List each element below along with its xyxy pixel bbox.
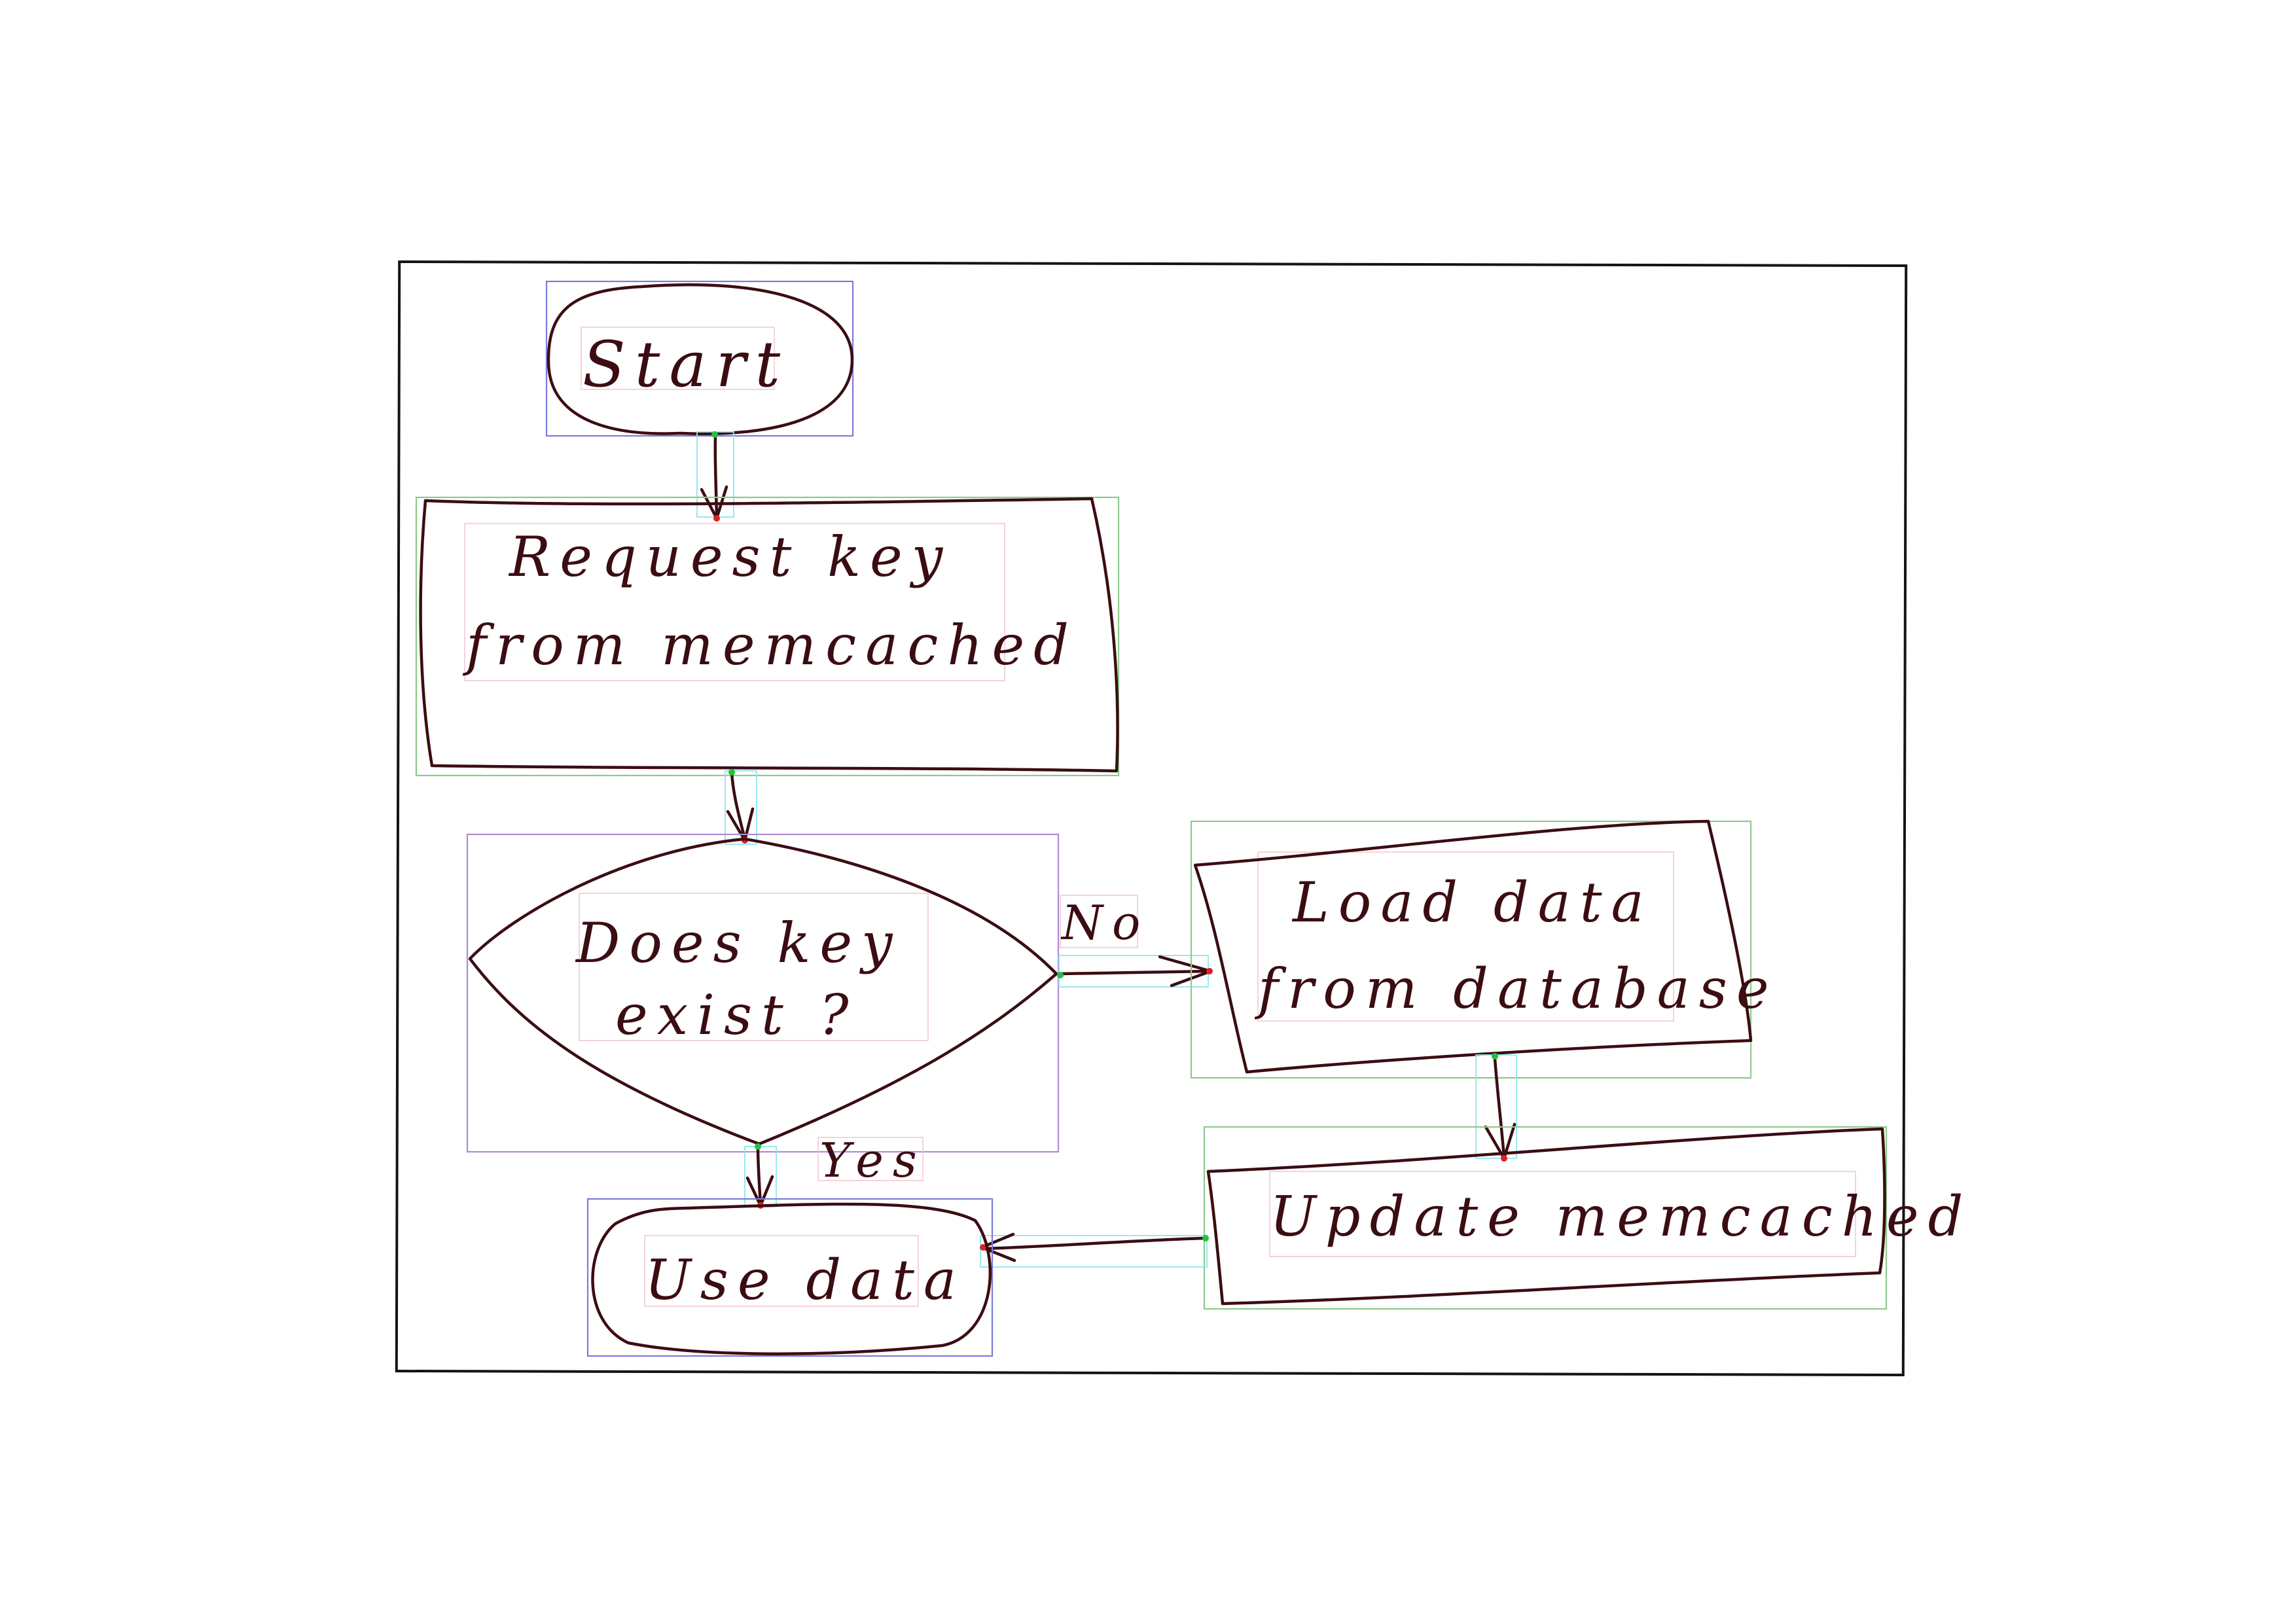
arrow-update-to-use-line bbox=[981, 1236, 1206, 1251]
no-edge-label: No bbox=[1060, 895, 1149, 950]
arrow-request-to-decision-line bbox=[730, 770, 747, 841]
arrow-start-to-request-line bbox=[713, 435, 719, 519]
update-bounding-box bbox=[1203, 1126, 1888, 1310]
arrow-update-to-use-head-point bbox=[980, 1244, 986, 1251]
load-label-line1: Load data bbox=[1291, 870, 1653, 935]
decision-label-line2: exist ? bbox=[615, 983, 858, 1047]
update-text-box bbox=[1269, 1171, 1856, 1257]
arrow-start-to-request-head-point bbox=[713, 515, 720, 522]
start-terminal-shape bbox=[547, 283, 854, 435]
request-node: Request key from memcached bbox=[415, 496, 1120, 777]
update-label: Update memcached bbox=[1270, 1185, 1972, 1249]
load-process-shape bbox=[1193, 819, 1753, 1074]
use-label: Use data bbox=[645, 1248, 965, 1312]
arrow-request-to-decision-tail-point bbox=[728, 769, 735, 776]
diagram-frame bbox=[395, 260, 1908, 1377]
arrow-request-to-decision bbox=[725, 769, 757, 845]
arrow-start-to-request bbox=[696, 431, 734, 522]
start-text-box bbox=[581, 327, 775, 390]
yes-edge-label: Yes bbox=[819, 1133, 926, 1188]
arrow-update-to-use bbox=[980, 1232, 1209, 1268]
arrow-load-to-update bbox=[1475, 1053, 1517, 1162]
request-text-box bbox=[464, 523, 1005, 681]
update-process-shape bbox=[1206, 1127, 1886, 1306]
request-process-shape bbox=[419, 497, 1119, 773]
start-node: Start bbox=[545, 280, 854, 437]
arrow-update-to-use-tail-point bbox=[1202, 1235, 1209, 1241]
load-text-box bbox=[1257, 851, 1674, 1022]
no-edge-label-group: No bbox=[1060, 895, 1149, 950]
decision-text-box bbox=[579, 893, 929, 1041]
arrow-decision-to-load-head-point bbox=[1206, 968, 1213, 974]
arrow-load-to-update-line bbox=[1493, 1057, 1506, 1159]
use-text-box bbox=[644, 1235, 919, 1307]
update-node: Update memcached bbox=[1203, 1126, 1972, 1310]
arrow-request-to-decision-box bbox=[725, 770, 757, 845]
arrow-decision-to-load bbox=[1057, 955, 1213, 988]
arrow-update-to-use-box bbox=[980, 1235, 1208, 1268]
arrow-decision-to-load-line bbox=[1058, 969, 1211, 976]
arrow-decision-to-use-line bbox=[756, 1145, 762, 1206]
yes-label-box bbox=[817, 1137, 924, 1181]
yes-edge-label-group: Yes bbox=[817, 1133, 926, 1188]
start-label: Start bbox=[583, 328, 789, 401]
use-bounding-box bbox=[586, 1198, 994, 1357]
load-bounding-box bbox=[1190, 820, 1752, 1079]
arrow-decision-to-use-tail-point bbox=[755, 1143, 761, 1150]
request-label-line2: from memcached bbox=[462, 613, 1078, 677]
load-label-line2: from database bbox=[1254, 957, 1778, 1021]
load-node: Load data from database bbox=[1190, 819, 1778, 1079]
no-label-box bbox=[1060, 895, 1138, 948]
use-node: Use data bbox=[586, 1198, 994, 1357]
decision-bounding-box bbox=[466, 833, 1060, 1153]
request-label-line1: Request key bbox=[508, 525, 952, 589]
decision-node: Does key exist ? bbox=[466, 833, 1060, 1153]
arrow-load-to-update-head-point bbox=[1501, 1155, 1507, 1162]
decision-label-line1: Does key bbox=[575, 911, 902, 975]
arrow-decision-to-load-tail-point bbox=[1057, 972, 1064, 978]
use-terminal-shape bbox=[591, 1202, 992, 1355]
request-bounding-box bbox=[415, 496, 1120, 777]
arrow-load-to-update-tail-point bbox=[1492, 1053, 1498, 1060]
arrow-start-to-request-tail-point bbox=[711, 431, 718, 438]
